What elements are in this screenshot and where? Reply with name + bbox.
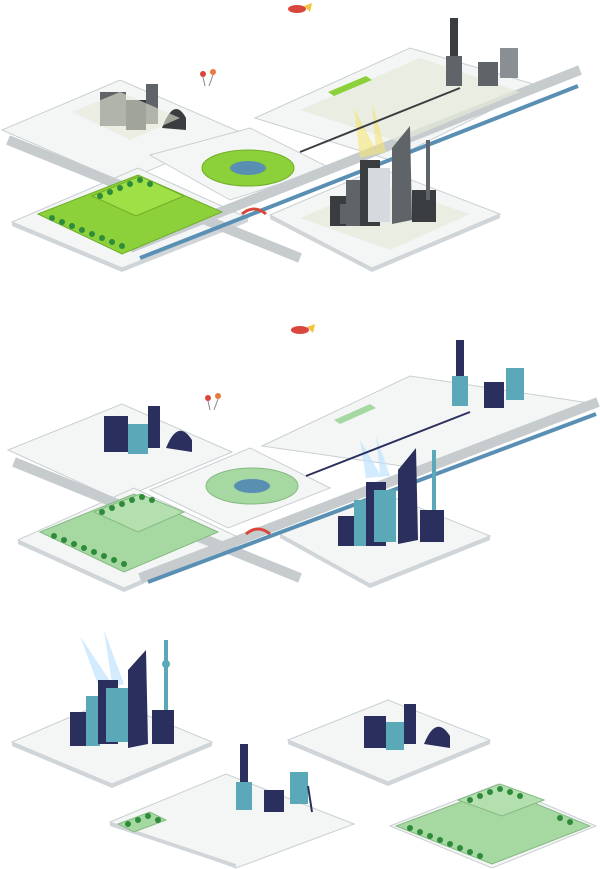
tv-tower-icon [426,140,430,200]
park-block [388,783,598,869]
tv-tower-icon [450,18,458,80]
blue-city-map [6,324,600,592]
industrial-block [108,744,356,869]
left-block-buildings [104,406,192,454]
downtown-buildings [300,102,470,250]
tv-tower-icon [432,450,436,510]
park-trees [49,177,153,249]
gray-city-map [0,3,582,272]
top-right-buildings [334,340,524,424]
fountain-icon [234,479,270,493]
balloon-icon [205,393,221,411]
balloon-icon [200,69,216,87]
spotlight-beams [354,102,386,158]
rocket-icon [291,324,315,334]
fountain-icon [230,161,266,175]
rocket-icon [288,3,312,13]
park-trees [51,494,155,567]
park-raised-lawn [90,175,186,217]
river [139,84,579,260]
bridge-icon [241,207,267,216]
bridge-icon [245,527,271,536]
office-block [286,699,492,786]
downtown-buildings [338,436,444,546]
downtown-block [10,630,214,788]
top-right-buildings [300,18,520,142]
park-raised-lawn [92,493,186,533]
bridge-icon [299,87,461,153]
tv-tower-icon [164,640,168,710]
spotlight-beams [80,630,124,690]
city-blocks-separated [10,630,598,869]
spotlight-beams [360,436,390,478]
tv-tower-icon [456,340,464,406]
left-block-buildings [72,84,186,140]
bridge-icon [305,411,471,477]
tv-tower-icon [240,744,248,804]
